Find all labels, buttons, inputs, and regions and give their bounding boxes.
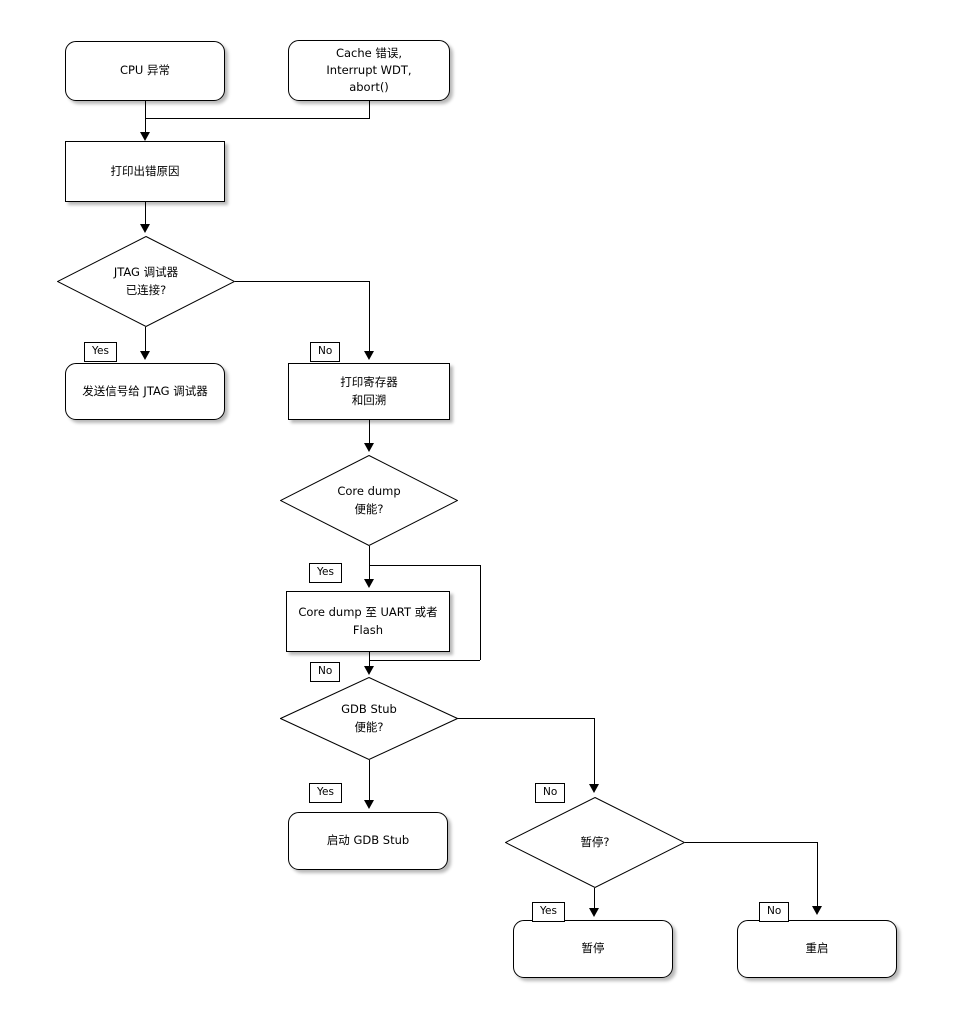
edge-coredump-action-down: [369, 652, 370, 672]
node-reboot-action-label: 重启: [805, 941, 829, 956]
node-coredump-action-label: Core dump 至 UART 或者 Flash: [298, 605, 438, 637]
node-start-gdbstub-label: 启动 GDB Stub: [326, 833, 410, 848]
node-halt-action[interactable]: 暂停: [513, 920, 673, 978]
node-cache-error[interactable]: Cache 错误, Interrupt WDT, abort(): [288, 40, 450, 101]
edge-cache-down: [369, 101, 370, 118]
node-coredump-action[interactable]: Core dump 至 UART 或者 Flash: [286, 591, 450, 652]
edge-merge-horizontal: [145, 118, 370, 119]
edge-gdbstub-no-horizontal: [458, 718, 595, 719]
node-reboot-action[interactable]: 重启: [737, 920, 897, 978]
node-halt-decision[interactable]: 暂停?: [505, 797, 685, 888]
edge-label-halt-no: No: [759, 902, 790, 922]
diamond-shape: [57, 236, 235, 327]
edge-jtag-no-vertical: [369, 281, 370, 353]
node-halt-action-label: 暂停: [581, 941, 605, 956]
edge-label-gdbstub-yes: Yes: [309, 783, 342, 803]
node-cpu-exception-label: CPU 异常: [119, 63, 171, 78]
diamond-shape: [505, 797, 685, 888]
edge-coredump-no-right: [480, 565, 481, 660]
edge-cpu-to-print: [145, 101, 146, 137]
edge-jtag-no-horizontal: [235, 281, 369, 282]
edge-label-coredump-yes: Yes: [309, 563, 342, 583]
edge-label-coredump-no: No: [310, 662, 341, 682]
edge-label-halt-yes: Yes: [532, 902, 565, 922]
edge-coredump-no-bottom: [369, 660, 480, 661]
edge-label-gdbstub-no: No: [535, 783, 566, 803]
node-send-signal-jtag[interactable]: 发送信号给 JTAG 调试器: [65, 363, 225, 420]
edge-registers-to-coredump: [369, 420, 370, 445]
node-coredump-decision[interactable]: Core dump 便能?: [280, 455, 458, 546]
edge-jtag-yes: [145, 327, 146, 353]
edge-label-jtag-yes: Yes: [84, 342, 117, 362]
node-jtag-decision[interactable]: JTAG 调试器 已连接?: [57, 236, 235, 327]
node-gdbstub-decision-label: GDB Stub 便能?: [341, 702, 397, 734]
arrow-into-gdbstub-decision: [364, 666, 374, 675]
edge-label-jtag-no: No: [310, 342, 341, 362]
edge-coredump-no-top: [369, 565, 480, 566]
arrow-into-halt-action: [589, 908, 599, 917]
edge-halt-yes: [594, 888, 595, 910]
edge-gdbstub-no-vertical: [594, 718, 595, 786]
node-print-registers[interactable]: 打印寄存器 和回溯: [288, 363, 450, 420]
node-print-registers-label: 打印寄存器 和回溯: [340, 375, 398, 407]
node-start-gdbstub[interactable]: 启动 GDB Stub: [288, 812, 448, 870]
node-print-reason-label: 打印出错原因: [110, 163, 180, 178]
node-cpu-exception[interactable]: CPU 异常: [65, 41, 225, 101]
arrow-into-start-gdbstub: [364, 800, 374, 809]
edge-halt-no-horizontal: [685, 842, 818, 843]
node-coredump-decision-label: Core dump 便能?: [337, 484, 401, 516]
arrow-into-send-signal: [140, 351, 150, 360]
edge-halt-no-vertical: [817, 842, 818, 910]
edge-gdbstub-yes: [369, 760, 370, 802]
node-jtag-decision-label: JTAG 调试器 已连接?: [113, 265, 179, 297]
node-gdbstub-decision[interactable]: GDB Stub 便能?: [280, 677, 458, 760]
diamond-shape: [280, 677, 458, 760]
node-print-reason[interactable]: 打印出错原因: [65, 141, 225, 202]
node-send-signal-jtag-label: 发送信号给 JTAG 调试器: [82, 383, 208, 398]
arrow-into-coredump-action: [364, 579, 374, 588]
node-cache-error-label: Cache 错误, Interrupt WDT, abort(): [326, 45, 412, 95]
edge-coredump-yes: [369, 546, 370, 581]
arrow-into-print-reason: [140, 132, 150, 141]
diamond-shape: [280, 455, 458, 546]
arrow-into-halt-decision: [589, 784, 599, 793]
arrow-into-jtag-decision: [140, 224, 150, 233]
arrow-into-reboot-action: [812, 906, 822, 915]
edge-print-to-jtag: [145, 202, 146, 226]
node-halt-decision-label: 暂停?: [580, 834, 610, 849]
arrow-into-print-registers: [364, 351, 374, 360]
arrow-into-coredump-decision: [364, 443, 374, 452]
